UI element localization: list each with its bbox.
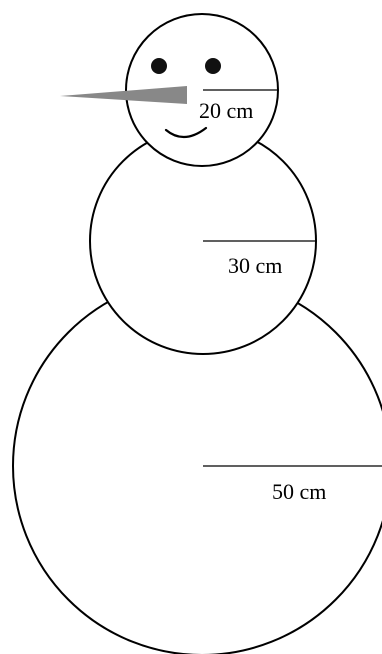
carrot-nose-icon	[60, 86, 187, 104]
middle-radius-label: 30 cm	[228, 253, 282, 278]
bottom-radius-label: 50 cm	[272, 479, 326, 504]
head-radius-label: 20 cm	[199, 98, 253, 123]
left-eye-icon	[151, 58, 167, 74]
right-eye-icon	[205, 58, 221, 74]
mouth-icon	[164, 126, 208, 139]
